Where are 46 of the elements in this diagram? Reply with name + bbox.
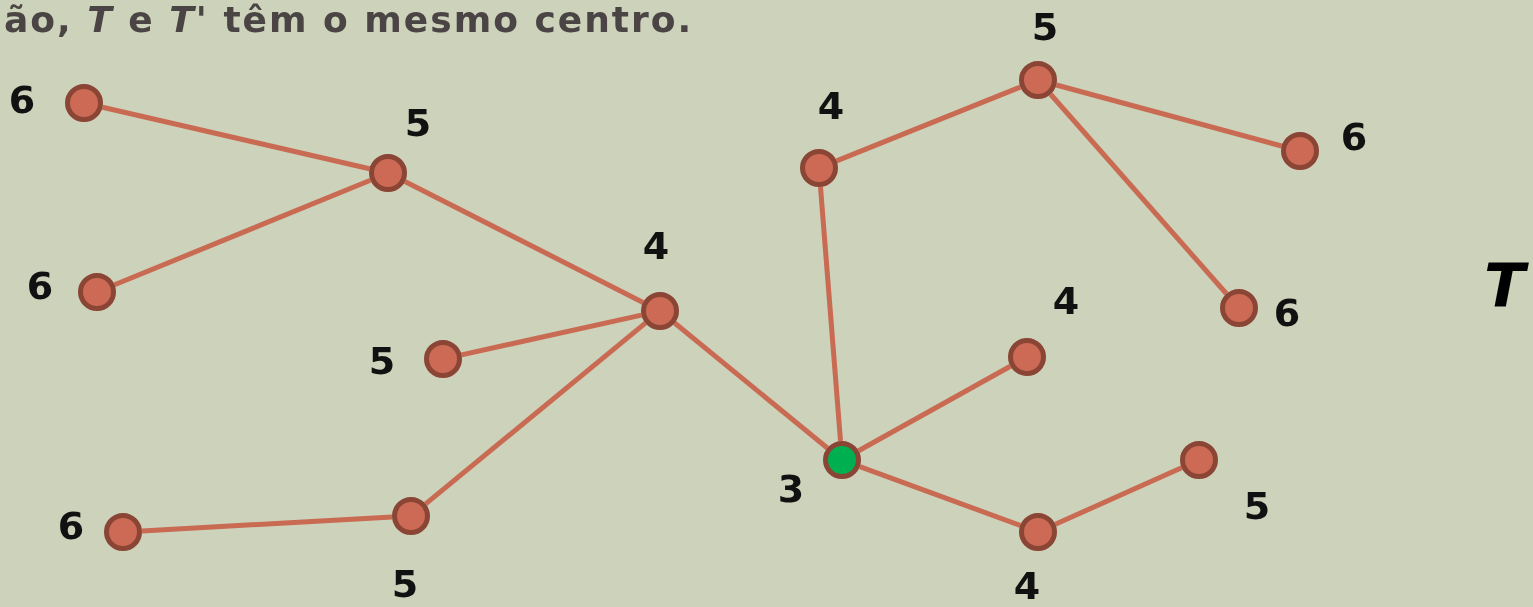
vertex-circle: [369, 154, 407, 192]
connector-line: [1055, 82, 1283, 149]
vertex-label: 4: [1052, 282, 1080, 320]
connector-line: [1048, 92, 1229, 296]
vertex-label: 3: [777, 470, 805, 508]
vertex-circle: [800, 149, 838, 187]
vertex-label: 5: [1031, 8, 1059, 46]
caption-text: ão, T e T' têm o mesmo centro.: [4, 0, 694, 40]
connector-line: [461, 312, 642, 358]
tree-label: T: [1484, 256, 1533, 316]
connector-line: [424, 321, 647, 506]
vertex-label: 6: [1273, 294, 1301, 332]
center-vertex: [823, 441, 861, 479]
vertex-label: 6: [57, 507, 85, 545]
vertex-circle: [1008, 338, 1046, 376]
vertex-circle: [78, 273, 116, 311]
vertex-label: 5: [391, 565, 419, 603]
vertex-circle: [392, 497, 430, 535]
vertex-label: 6: [1340, 118, 1368, 156]
connector-line: [403, 179, 645, 305]
vertex-label: 5: [368, 342, 396, 380]
vertex-circle: [424, 340, 462, 378]
vertex-label: 4: [642, 227, 670, 265]
vertex-label: 5: [1243, 487, 1271, 525]
vertex-circle: [1220, 289, 1258, 327]
connector-line: [141, 514, 393, 534]
connector-line: [857, 364, 1012, 453]
vertex-circle: [1019, 513, 1057, 551]
connector-line: [101, 104, 371, 172]
connector-line: [835, 84, 1022, 164]
vertex-label: 4: [817, 87, 845, 125]
vertex-circle: [1180, 441, 1218, 479]
vertex-label: 5: [404, 104, 432, 142]
vertex-circle: [1019, 61, 1057, 99]
vertex-label: 6: [26, 267, 54, 305]
vertex-circle: [641, 292, 679, 330]
connector-line: [113, 177, 372, 288]
connector-line: [673, 321, 829, 450]
vertex-circle: [1281, 132, 1319, 170]
vertex-label: 6: [8, 81, 36, 119]
vertex-circle: [104, 513, 142, 551]
vertex-circle: [65, 84, 103, 122]
connector-line: [818, 186, 843, 442]
vertex-label: 4: [1013, 567, 1041, 605]
connector-line: [1054, 465, 1183, 527]
connector-line: [858, 464, 1022, 528]
